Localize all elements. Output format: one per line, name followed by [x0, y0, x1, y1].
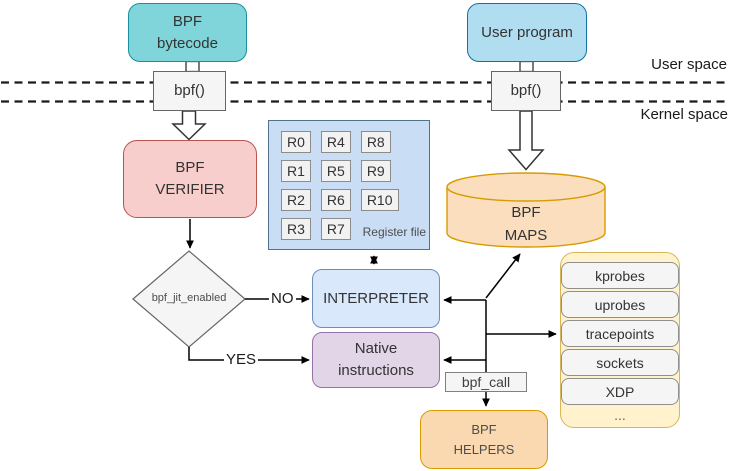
branch-no-label: NO — [269, 290, 296, 307]
hook-item: XDP — [561, 378, 679, 405]
userprog-syscall-connector — [519, 60, 534, 73]
register-cell: R3 — [281, 218, 311, 240]
register-cell: R6 — [320, 189, 351, 211]
bpf-maps-label: BPF MAPS — [504, 204, 548, 244]
native-instructions-node: Native instructions — [312, 332, 440, 388]
register-cell: R0 — [281, 131, 311, 153]
hook-item: tracepoints — [561, 320, 679, 347]
jit-condition-label: bpf_jit_enabled — [151, 292, 227, 304]
register-cell: R8 — [360, 131, 391, 153]
syscall-to-maps-block-arrow — [507, 110, 545, 171]
bpf-verifier-node: BPF VERIFIER — [123, 140, 257, 218]
bpf-bytecode-node: BPF bytecode — [128, 3, 247, 62]
register-file-label: Register file — [362, 225, 426, 239]
bytecode-syscall-connector — [185, 60, 200, 73]
branch-yes-label: YES — [224, 351, 259, 368]
register-cell: R5 — [320, 160, 351, 182]
bpf-syscall-right-node: bpf() — [491, 71, 561, 111]
user-program-node: User program — [467, 3, 587, 62]
register-cell: R2 — [281, 189, 311, 211]
user-kernel-boundary — [1, 81, 729, 103]
register-cell: R1 — [281, 160, 311, 182]
hooks-more-label: ... — [614, 407, 626, 423]
user-space-label: User space — [651, 56, 727, 73]
register-cell: R9 — [360, 160, 391, 182]
bpf-maps-cylinder — [446, 172, 606, 248]
hook-item: sockets — [561, 349, 679, 376]
register-cell: R10 — [360, 189, 399, 211]
hook-item: uprobes — [561, 291, 679, 318]
register-cell: R7 — [320, 218, 351, 240]
hook-item: kprobes — [561, 262, 679, 289]
bpf-call-node: bpf_call — [445, 372, 527, 392]
bpf-syscall-left-node: bpf() — [153, 71, 226, 111]
syscall-to-verifier-block-arrow — [171, 110, 207, 141]
kernel-space-label: Kernel space — [640, 106, 728, 123]
register-cell: R4 — [320, 131, 351, 153]
bpf-helpers-node: BPF HELPERS — [420, 410, 548, 469]
interpreter-node: INTERPRETER — [312, 269, 440, 328]
